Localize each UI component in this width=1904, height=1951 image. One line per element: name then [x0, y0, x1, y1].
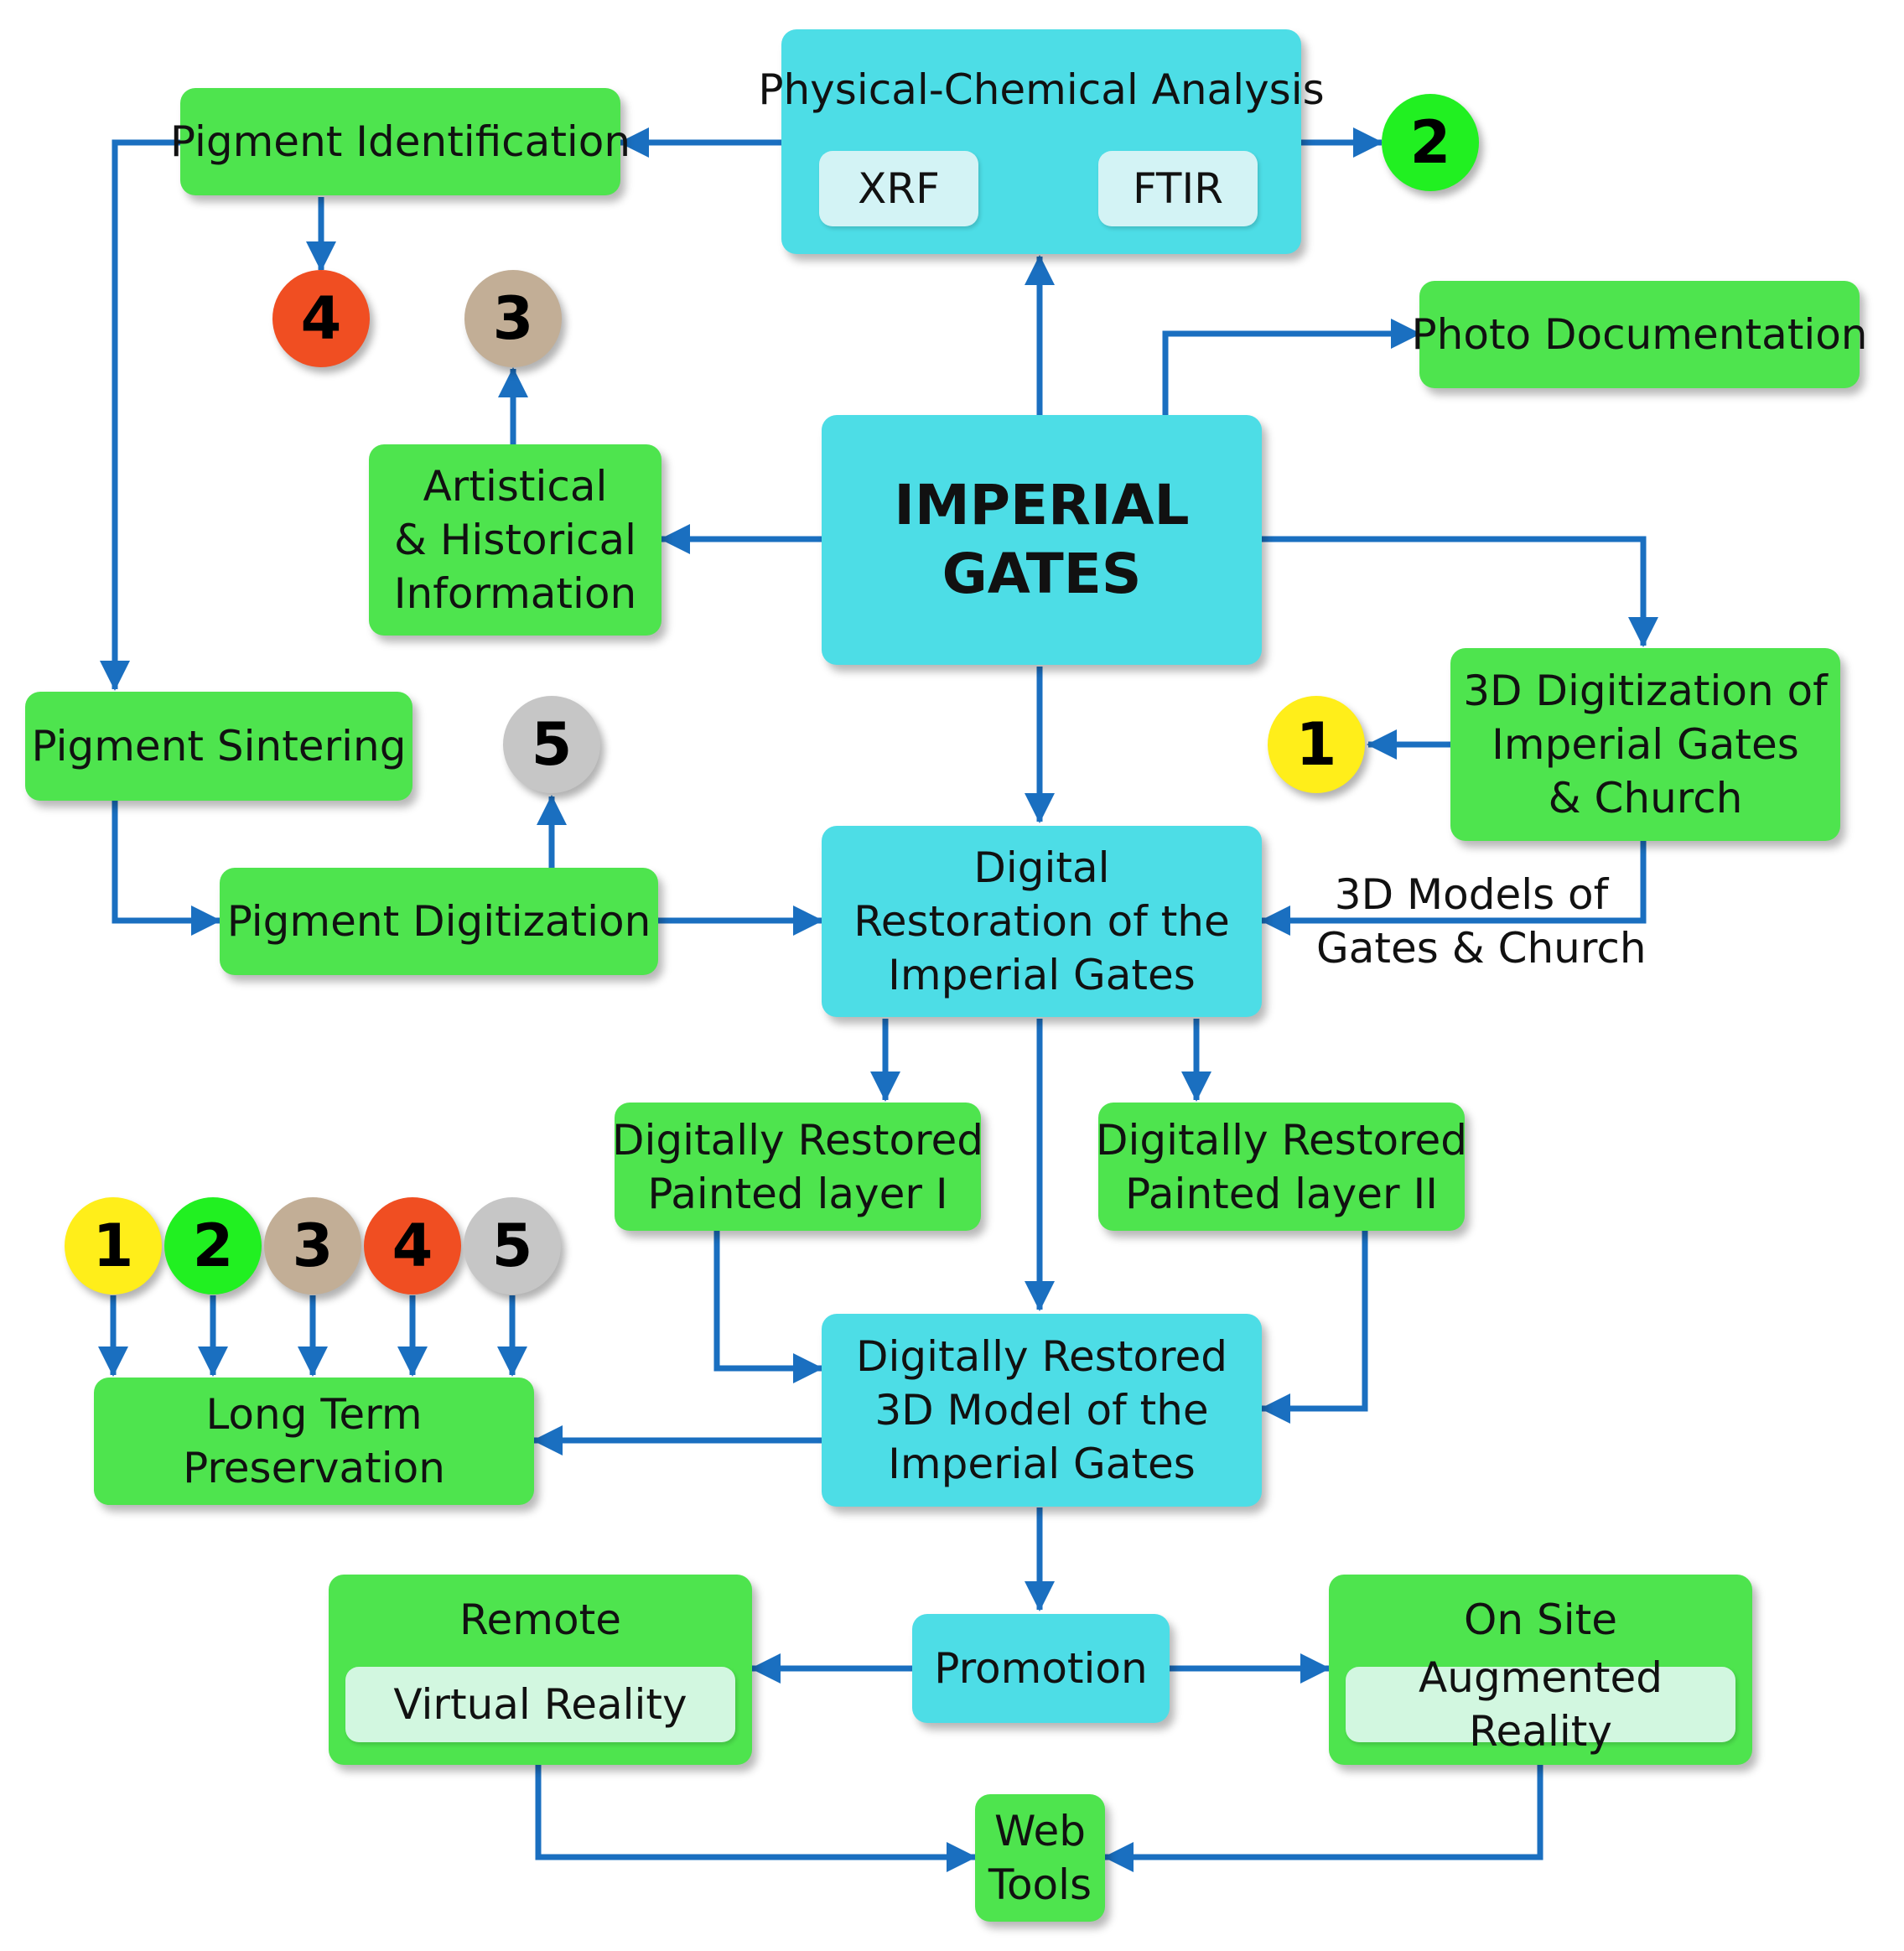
- arrow-on-site-to-web-tools: [1103, 1765, 1543, 1872]
- badge-1-long-term-number: 1: [92, 1212, 134, 1280]
- digitization-3d-line-3: & Church: [1548, 774, 1743, 822]
- badge-3-artistical-number: 3: [492, 284, 534, 353]
- on-site-title: On Site: [1464, 1596, 1617, 1644]
- models-edge-label: 3D Models of Gates & Church: [1316, 868, 1647, 975]
- imperial-gates-line-1: IMPERIAL: [894, 473, 1190, 537]
- badge-2-long-term: 2: [164, 1197, 262, 1295]
- badge-4-long-term-number: 4: [392, 1212, 433, 1280]
- artistical-line-1: Artistical: [423, 462, 608, 511]
- arrow-gates-to-3d-digitization: [1262, 536, 1658, 647]
- badge-2-analysis-number: 2: [1409, 108, 1451, 177]
- imperial-gates-line-2: GATES: [942, 542, 1142, 606]
- restored-3d-model-line-3: Imperial Gates: [888, 1440, 1196, 1488]
- badge-1-3d-digitization: 1: [1268, 696, 1365, 793]
- xrf-chip: XRF: [819, 151, 978, 226]
- models-label-line-1: 3D Models of: [1334, 870, 1609, 919]
- physical-chemical-analysis-title: Physical-Chemical Analysis: [758, 65, 1325, 114]
- badge-1-3d-digitization-number: 1: [1295, 710, 1337, 779]
- physical-chemical-analysis-box: Physical-Chemical Analysis XRF FTIR: [758, 29, 1325, 254]
- ftir-label: FTIR: [1133, 164, 1223, 213]
- web-tools-line-1: Web: [994, 1807, 1086, 1855]
- promotion-box: Promotion: [912, 1614, 1170, 1723]
- pigment-sintering-box: Pigment Sintering: [25, 692, 412, 801]
- arrow-pigment-id-to-sintering: [100, 139, 180, 691]
- pigment-digitization-box: Pigment Digitization: [220, 868, 658, 975]
- digital-restoration-line-3: Imperial Gates: [888, 951, 1196, 999]
- web-tools-line-2: Tools: [988, 1860, 1092, 1909]
- badge-1-long-term: 1: [65, 1197, 162, 1295]
- virtual-reality-label: Virtual Reality: [393, 1680, 687, 1729]
- restored-layer-2-line-2: Painted layer II: [1125, 1169, 1438, 1218]
- augmented-reality-label: Augmented Reality: [1419, 1653, 1663, 1756]
- restored-3d-model-box: Digitally Restored 3D Model of the Imper…: [822, 1314, 1262, 1507]
- models-label-line-2: Gates & Church: [1316, 924, 1647, 973]
- arrow-3d-models-to-restoration: [1260, 841, 1647, 936]
- arrow-gates-to-photo: [1162, 319, 1421, 415]
- restored-layer-1-box: Digitally Restored Painted layer I: [612, 1103, 983, 1231]
- badge-5-pigment-digitization: 5: [503, 696, 600, 793]
- pigment-sintering-label: Pigment Sintering: [31, 722, 407, 771]
- photo-documentation-box: Photo Documentation: [1412, 281, 1868, 388]
- artistical-line-3: Information: [393, 569, 637, 618]
- restored-layer-2-line-1: Digitally Restored: [1096, 1115, 1467, 1165]
- ftir-chip: FTIR: [1098, 151, 1258, 226]
- badge-2-analysis: 2: [1382, 94, 1479, 191]
- pigment-identification-box: Pigment Identification: [170, 88, 630, 195]
- badge-4-pigment-id: 4: [272, 270, 370, 367]
- on-site-box: On Site Augmented Reality: [1329, 1575, 1752, 1765]
- remote-title: Remote: [459, 1596, 621, 1644]
- badge-3-long-term-number: 3: [292, 1212, 334, 1280]
- restored-layer-1-line-1: Digitally Restored: [612, 1115, 983, 1165]
- arrow-layer-2-to-3d-model: [1260, 1231, 1368, 1424]
- long-term-line-1: Long Term: [205, 1390, 423, 1439]
- arrow-remote-to-web-tools: [535, 1765, 977, 1872]
- pigment-identification-label: Pigment Identification: [169, 117, 631, 166]
- badge-4-long-term: 4: [364, 1197, 461, 1295]
- virtual-reality-chip: Virtual Reality: [345, 1667, 735, 1742]
- pigment-digitization-label: Pigment Digitization: [226, 897, 651, 946]
- xrf-label: XRF: [858, 164, 940, 213]
- remote-box: Remote Virtual Reality: [329, 1575, 752, 1765]
- photo-documentation-label: Photo Documentation: [1411, 310, 1868, 359]
- restored-3d-model-line-1: Digitally Restored: [856, 1332, 1227, 1381]
- artistical-historical-box: Artistical & Historical Information: [369, 444, 661, 636]
- long-term-line-2: Preservation: [183, 1444, 445, 1492]
- badge-2-long-term-number: 2: [192, 1212, 234, 1280]
- badge-3-long-term: 3: [264, 1197, 361, 1295]
- digital-restoration-line-2: Restoration of the: [853, 897, 1230, 946]
- artistical-line-2: & Historical: [393, 516, 637, 564]
- restored-3d-model-line-2: 3D Model of the: [874, 1386, 1209, 1435]
- badge-5-long-term-number: 5: [491, 1212, 533, 1280]
- imperial-gates-box: IMPERIAL GATES: [822, 415, 1262, 665]
- digitization-3d-box: 3D Digitization of Imperial Gates & Chur…: [1450, 648, 1840, 841]
- badge-4-pigment-id-number: 4: [300, 284, 342, 353]
- restored-layer-2-box: Digitally Restored Painted layer II: [1096, 1103, 1467, 1231]
- arrow-layer-1-to-3d-model: [713, 1231, 823, 1383]
- digital-restoration-box: Digital Restoration of the Imperial Gate…: [822, 826, 1262, 1017]
- promotion-label: Promotion: [934, 1644, 1148, 1693]
- digitization-3d-line-2: Imperial Gates: [1492, 720, 1799, 769]
- badge-5-long-term: 5: [464, 1197, 561, 1295]
- long-term-preservation-box: Long Term Preservation: [94, 1378, 534, 1505]
- badge-5-pigment-digitization-number: 5: [531, 710, 573, 779]
- arrow-sintering-to-pigment-digitization: [112, 801, 221, 936]
- digitization-3d-line-1: 3D Digitization of: [1463, 667, 1828, 715]
- restored-layer-1-line-2: Painted layer I: [647, 1169, 948, 1218]
- badge-3-artistical: 3: [464, 270, 562, 367]
- augmented-reality-chip: Augmented Reality: [1346, 1653, 1735, 1756]
- web-tools-box: Web Tools: [975, 1794, 1105, 1922]
- digital-restoration-line-1: Digital: [973, 843, 1110, 892]
